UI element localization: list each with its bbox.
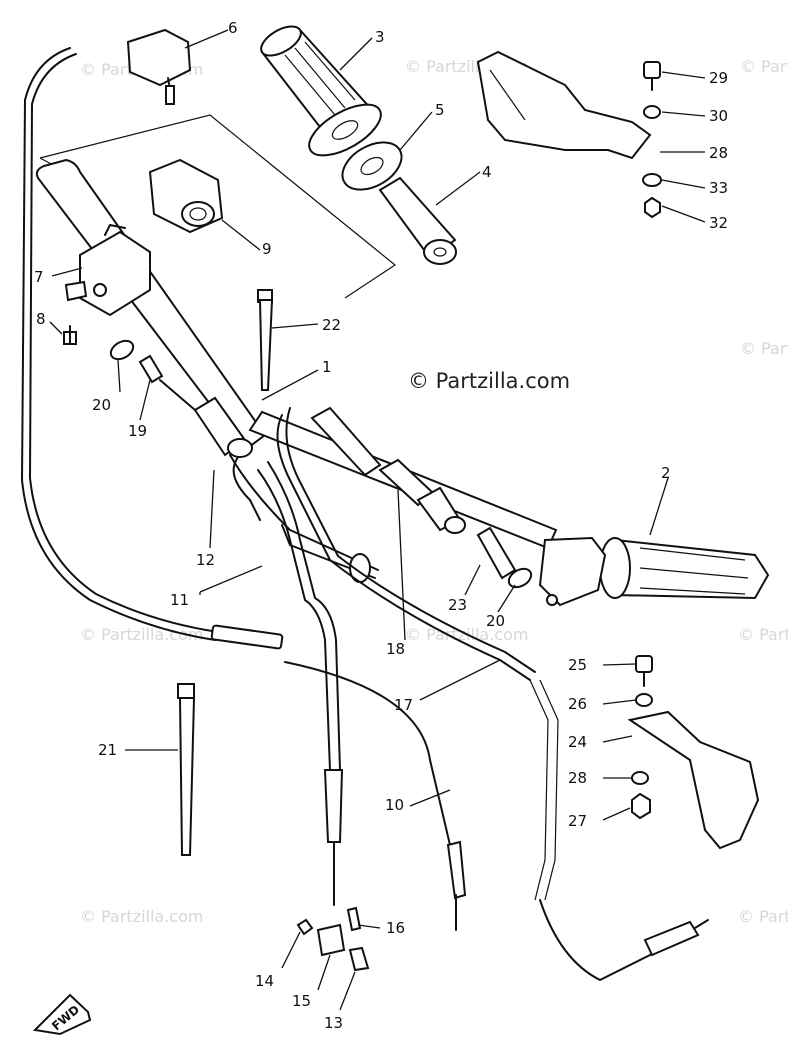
callout-2: 2 <box>661 464 671 482</box>
callout-21: 21 <box>98 741 117 759</box>
part-29-hand-guard <box>476 50 652 160</box>
callout-16: 16 <box>386 919 405 937</box>
watermark: © Partzilla.com <box>740 57 788 76</box>
part-9-switch <box>148 158 224 234</box>
leader-lines <box>49 29 706 1011</box>
callout-15: 15 <box>292 992 311 1010</box>
part-21-cable-tie <box>177 683 196 856</box>
callout-33: 33 <box>709 179 728 197</box>
callout-6: 6 <box>228 19 238 37</box>
part-12-cable <box>159 379 253 458</box>
callout-20-left: 20 <box>92 396 111 414</box>
part-25-bolt <box>635 655 653 687</box>
fwd-direction-arrow: FWD <box>32 993 92 1036</box>
part-22-cable-tie <box>257 289 274 391</box>
part-31-washer <box>643 105 661 119</box>
part-3-left-grip <box>260 25 382 157</box>
part-16-clip <box>346 906 362 932</box>
callout-31: 30 <box>709 107 728 125</box>
copyright-text: © Partzilla.com <box>408 369 570 393</box>
part-33-washer <box>642 173 662 187</box>
callout-30: 29 <box>709 69 728 87</box>
part-20-nut-right <box>507 567 533 589</box>
callout-24: 24 <box>568 733 587 751</box>
callout-29: 28 <box>709 144 728 162</box>
callout-25: 25 <box>568 656 587 674</box>
part-20-nut-left <box>109 339 135 361</box>
callout-11: 11 <box>170 591 189 609</box>
part-6-throttle-body <box>126 28 192 105</box>
part-23-adjuster <box>476 526 517 580</box>
watermark: © Partzilla.com <box>738 625 788 644</box>
watermarks: © Partzilla.com © Partzilla.com © Partzi… <box>80 57 788 926</box>
part-4-throttle-grip <box>378 176 457 265</box>
watermark: © Partzilla.com <box>80 625 203 644</box>
callout-22: 22 <box>322 316 341 334</box>
part-8-bolt <box>63 325 77 345</box>
callout-10: 10 <box>385 796 404 814</box>
callouts: 6 3 5 4 29 30 28 33 32 7 8 9 22 1 20 19 … <box>34 19 728 1032</box>
part-13-pin <box>348 946 370 972</box>
callout-13: 13 <box>324 1014 343 1032</box>
part-15-clamp <box>316 923 346 957</box>
watermark: © Partzilla.com <box>740 339 788 358</box>
part-24-lever <box>627 710 760 850</box>
part-28-washer <box>631 771 649 785</box>
part-18-cable <box>310 406 466 534</box>
watermark: © Partzilla.com <box>738 907 788 926</box>
callout-3: 3 <box>375 28 385 46</box>
callout-8: 8 <box>36 310 46 328</box>
callout-26: 26 <box>568 695 587 713</box>
callout-32: 32 <box>709 214 728 232</box>
throttle-group-outline <box>39 114 397 299</box>
callout-7: 7 <box>34 268 44 286</box>
part-5-washer <box>341 141 403 191</box>
callout-17: 17 <box>394 696 413 714</box>
callout-1: 1 <box>322 358 332 376</box>
callout-20-right: 20 <box>486 612 505 630</box>
cables <box>21 47 709 981</box>
callout-4: 4 <box>482 163 492 181</box>
part-26-washer <box>635 693 653 707</box>
callout-28: 28 <box>568 769 587 787</box>
callout-19: 19 <box>128 422 147 440</box>
part-14-nut <box>296 918 314 936</box>
right-lever-perch <box>538 536 607 607</box>
part-30-bolt <box>643 61 661 91</box>
part-32-nut <box>644 196 661 219</box>
callout-18: 18 <box>386 640 405 658</box>
callout-9: 9 <box>262 240 272 258</box>
part-2-right-grip <box>599 537 770 600</box>
part-27-nut <box>631 792 651 820</box>
callout-27: 27 <box>568 812 587 830</box>
callout-12: 12 <box>196 551 215 569</box>
callout-5: 5 <box>435 101 445 119</box>
callout-23: 23 <box>448 596 467 614</box>
part-19-adjuster <box>138 354 164 384</box>
throttle-housing <box>64 224 151 317</box>
watermark: © Partzilla.com <box>80 907 203 926</box>
callout-14: 14 <box>255 972 274 990</box>
